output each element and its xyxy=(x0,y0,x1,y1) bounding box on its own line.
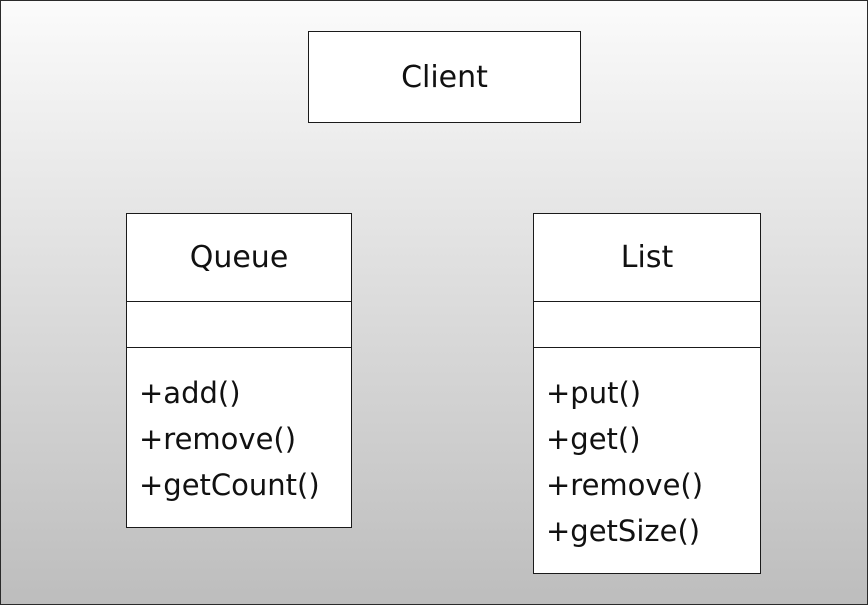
list-class-name: List xyxy=(534,214,760,302)
list-operations-compartment: +put() +get() +remove() +getSize() xyxy=(534,348,760,554)
queue-class-box: Queue +add() +remove() +getCount() xyxy=(126,213,352,528)
list-operation: +get() xyxy=(546,422,641,456)
list-operation: +getSize() xyxy=(546,514,701,548)
list-operation: +put() xyxy=(546,376,642,410)
list-operation: +remove() xyxy=(546,468,704,502)
queue-operation: +add() xyxy=(139,376,241,410)
queue-operation: +getCount() xyxy=(139,468,320,502)
list-attributes-compartment xyxy=(534,302,760,348)
list-class-box: List +put() +get() +remove() +getSize() xyxy=(533,213,761,574)
client-label: Client xyxy=(401,59,488,95)
queue-class-name: Queue xyxy=(127,214,351,302)
queue-operation: +remove() xyxy=(139,422,297,456)
queue-operations-compartment: +add() +remove() +getCount() xyxy=(127,348,351,508)
queue-attributes-compartment xyxy=(127,302,351,348)
client-box: Client xyxy=(308,31,581,123)
